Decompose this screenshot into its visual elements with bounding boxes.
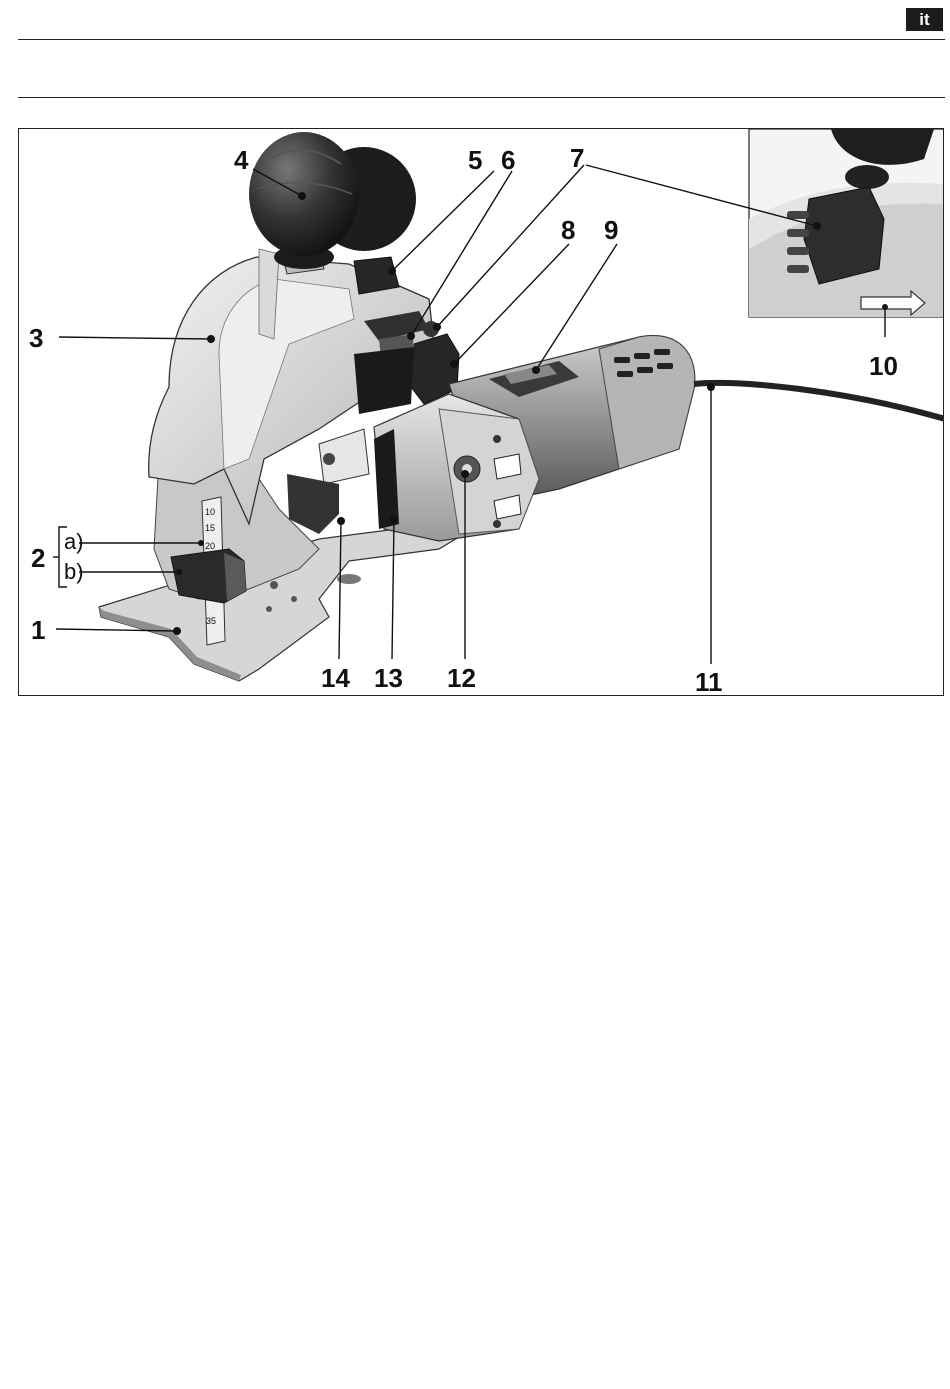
callout-8: 8 xyxy=(561,215,575,245)
callout-6: 6 xyxy=(501,145,515,175)
callout-14: 14 xyxy=(321,663,350,693)
header-rule-top xyxy=(18,39,945,40)
callout-2a: a) xyxy=(64,529,84,554)
callout-5: 5 xyxy=(468,145,482,175)
svg-text:20: 20 xyxy=(205,541,215,551)
callout-2b: b) xyxy=(64,559,84,584)
clamp-lever xyxy=(287,429,369,534)
lock-button xyxy=(354,257,399,294)
callout-10: 10 xyxy=(869,351,898,381)
language-badge: it xyxy=(906,8,943,31)
svg-text:35: 35 xyxy=(206,616,216,626)
callout-12: 12 xyxy=(447,663,476,693)
callout-3: 3 xyxy=(29,323,43,353)
power-cord xyxy=(694,383,944,419)
svg-text:10: 10 xyxy=(205,507,215,517)
tool-illustration-figure: 10 15 20 35 xyxy=(18,128,944,696)
callout-13: 13 xyxy=(374,663,403,693)
callout-9: 9 xyxy=(604,215,618,245)
callout-1: 1 xyxy=(31,615,45,645)
inset-detail xyxy=(749,129,944,317)
callout-11: 11 xyxy=(695,667,723,696)
svg-text:15: 15 xyxy=(205,523,215,533)
callout-2: 2 xyxy=(31,543,45,573)
tool-illustration: 10 15 20 35 xyxy=(19,129,944,696)
callout-7: 7 xyxy=(570,143,584,173)
header-rule-bottom xyxy=(18,97,945,98)
callout-4: 4 xyxy=(234,145,249,175)
